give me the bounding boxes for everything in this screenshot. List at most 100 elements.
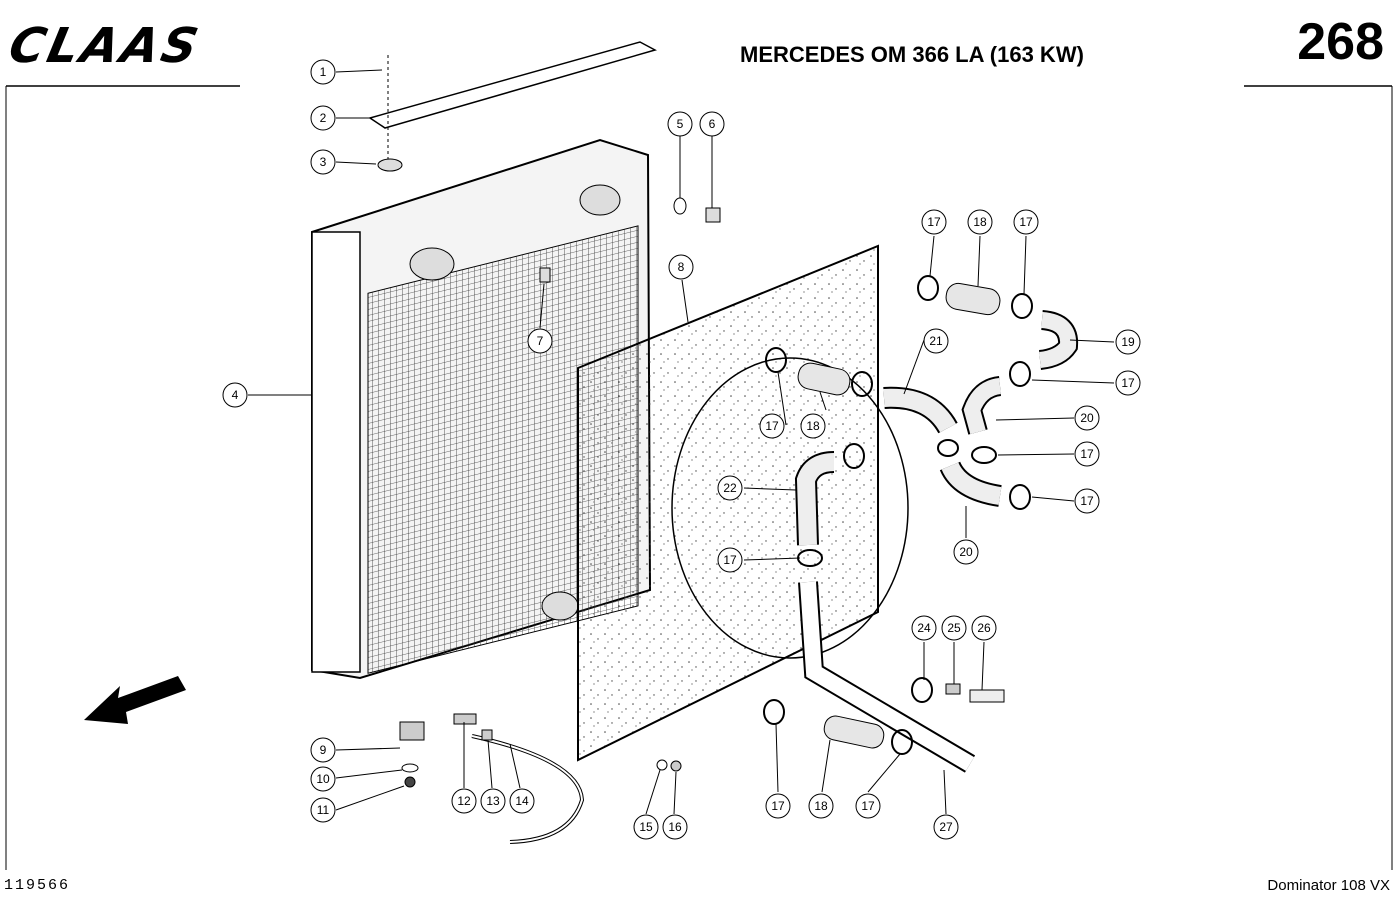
callout-13: 13 — [480, 788, 506, 814]
elbow-hose-20-upper — [963, 378, 1002, 435]
callout-20: 20 — [1074, 405, 1100, 431]
hose-18-right — [945, 282, 1001, 316]
svg-text:12: 12 — [457, 794, 471, 808]
callout-22: 22 — [717, 475, 743, 501]
svg-text:24: 24 — [917, 621, 931, 635]
callout-17: 17 — [855, 793, 881, 819]
screw-7 — [539, 267, 551, 283]
callout-12: 12 — [451, 788, 477, 814]
elbow-hose-22 — [796, 453, 835, 546]
callout-10: 10 — [310, 766, 336, 792]
callout-18: 18 — [808, 793, 834, 819]
drawing-number: 119566 — [4, 877, 71, 894]
callout-3: 3 — [310, 149, 336, 175]
hose-18-upper — [797, 362, 851, 396]
callout-18: 18 — [800, 413, 826, 439]
svg-text:27: 27 — [939, 820, 953, 834]
svg-text:26: 26 — [977, 621, 991, 635]
plug-6 — [705, 207, 721, 223]
callout-19: 19 — [1115, 329, 1141, 355]
svg-text:25: 25 — [947, 621, 961, 635]
callout-17: 17 — [1074, 441, 1100, 467]
callout-15: 15 — [633, 814, 659, 840]
drain-hose-inner — [471, 735, 584, 843]
svg-text:11: 11 — [317, 803, 330, 817]
callout-26: 26 — [971, 615, 997, 641]
machine-model: Dominator 108 VX — [1267, 877, 1390, 894]
svg-text:19: 19 — [1121, 335, 1135, 349]
svg-text:4: 4 — [232, 388, 239, 402]
svg-text:5: 5 — [677, 117, 684, 131]
callout-6: 6 — [699, 111, 725, 137]
drain-valve-12 — [453, 713, 477, 725]
drain-cock-9 — [399, 721, 425, 741]
svg-text:15: 15 — [639, 820, 653, 834]
elbow-hose-19 — [1038, 312, 1077, 368]
mounting-bracket — [368, 41, 657, 129]
svg-text:17: 17 — [765, 419, 779, 433]
callout-1: 1 — [310, 59, 336, 85]
svg-text:20: 20 — [1080, 411, 1094, 425]
svg-text:22: 22 — [723, 481, 737, 495]
svg-text:17: 17 — [1080, 447, 1094, 461]
svg-text:17: 17 — [771, 799, 785, 813]
svg-text:16: 16 — [668, 820, 682, 834]
callout-14: 14 — [509, 788, 535, 814]
svg-text:1: 1 — [320, 65, 327, 79]
svg-text:10: 10 — [316, 772, 330, 786]
svg-text:18: 18 — [806, 419, 820, 433]
callout-27: 27 — [933, 814, 959, 840]
svg-text:13: 13 — [486, 794, 500, 808]
hose-clamps — [763, 275, 1033, 755]
svg-text:17: 17 — [927, 215, 941, 229]
svg-text:9: 9 — [320, 743, 327, 757]
svg-text:17: 17 — [1080, 494, 1094, 508]
callout-21: 21 — [923, 328, 949, 354]
elbow-hose-20-lower — [941, 461, 1002, 505]
sealing-ring-5 — [673, 197, 687, 215]
washer-10 — [401, 763, 419, 773]
svg-text:18: 18 — [973, 215, 987, 229]
callout-5: 5 — [667, 111, 693, 137]
svg-text:20: 20 — [959, 545, 973, 559]
radiator — [311, 138, 652, 680]
callout-17: 17 — [921, 209, 947, 235]
callout-4: 4 — [222, 382, 248, 408]
svg-text:21: 21 — [929, 334, 943, 348]
callout-17: 17 — [765, 793, 791, 819]
svg-text:17: 17 — [861, 799, 875, 813]
svg-text:18: 18 — [814, 799, 828, 813]
page-number: 268 — [1297, 13, 1384, 71]
svg-text:17: 17 — [723, 553, 737, 567]
callout-9: 9 — [310, 737, 336, 763]
callout-labels: 1 2 3 4 5 6 7 8 9 10 11 12 13 14 15 16 1… — [222, 59, 1141, 840]
nut-16 — [670, 760, 682, 772]
svg-text:17: 17 — [1121, 376, 1135, 390]
clamp-13 — [481, 729, 493, 741]
callout-7: 7 — [527, 328, 553, 354]
nut-11 — [404, 776, 416, 788]
svg-text:6: 6 — [709, 117, 716, 131]
direction-arrow-icon — [84, 676, 186, 724]
callout-20: 20 — [953, 539, 979, 565]
hose-18-lower — [823, 715, 885, 749]
fan-shroud-opening — [671, 357, 909, 659]
washer-15 — [656, 759, 668, 771]
elbow-hose-21 — [883, 388, 956, 433]
callout-24: 24 — [911, 615, 937, 641]
svg-text:14: 14 — [515, 794, 529, 808]
svg-text:17: 17 — [1019, 215, 1033, 229]
callout-2: 2 — [310, 105, 336, 131]
radiator-upper-outlet — [579, 184, 621, 216]
svg-text:3: 3 — [320, 155, 327, 169]
callout-17: 17 — [1074, 488, 1100, 514]
callout-17: 17 — [1115, 370, 1141, 396]
svg-text:7: 7 — [537, 334, 544, 348]
leader-lines — [248, 69, 1115, 815]
callout-16: 16 — [662, 814, 688, 840]
callout-17: 17 — [717, 547, 743, 573]
rubber-washer — [377, 158, 403, 172]
radiator-upper-inlet — [409, 247, 455, 281]
adapter-25 — [945, 683, 961, 695]
